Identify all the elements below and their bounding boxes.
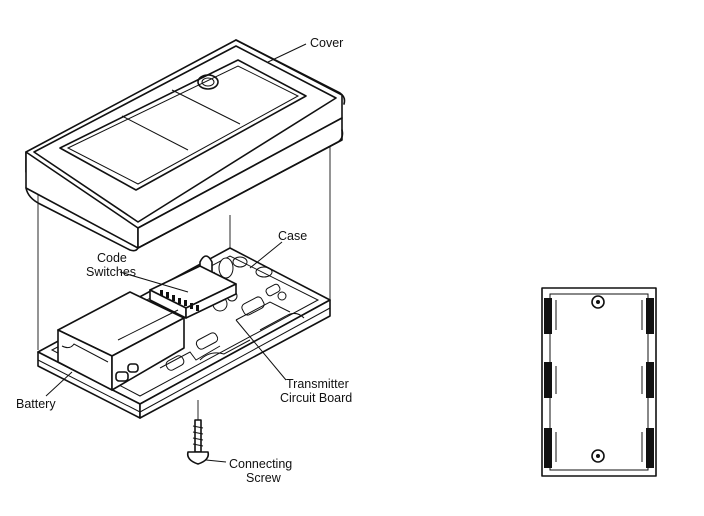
switch-toggles bbox=[160, 290, 199, 311]
label-cover: Cover bbox=[310, 36, 343, 50]
label-case: Case bbox=[278, 229, 307, 243]
labels: Cover Case Code Switches Battery Transmi… bbox=[16, 36, 352, 485]
cover-part bbox=[25, 39, 346, 252]
leader-lines bbox=[45, 43, 307, 463]
label-screw-line2: Screw bbox=[246, 471, 282, 485]
label-transmitter-line1: Transmitter bbox=[286, 377, 349, 391]
battery-part bbox=[57, 291, 185, 391]
label-battery: Battery bbox=[16, 397, 56, 411]
label-screw-line1: Connecting bbox=[229, 457, 292, 471]
connecting-screw bbox=[186, 400, 210, 465]
circuit-board-components bbox=[159, 255, 305, 371]
label-code-switches-line2: Switches bbox=[86, 265, 136, 279]
battery-holder-part bbox=[541, 287, 657, 477]
label-code-switches-line1: Code bbox=[97, 251, 127, 265]
label-transmitter-line2: Circuit Board bbox=[280, 391, 352, 405]
